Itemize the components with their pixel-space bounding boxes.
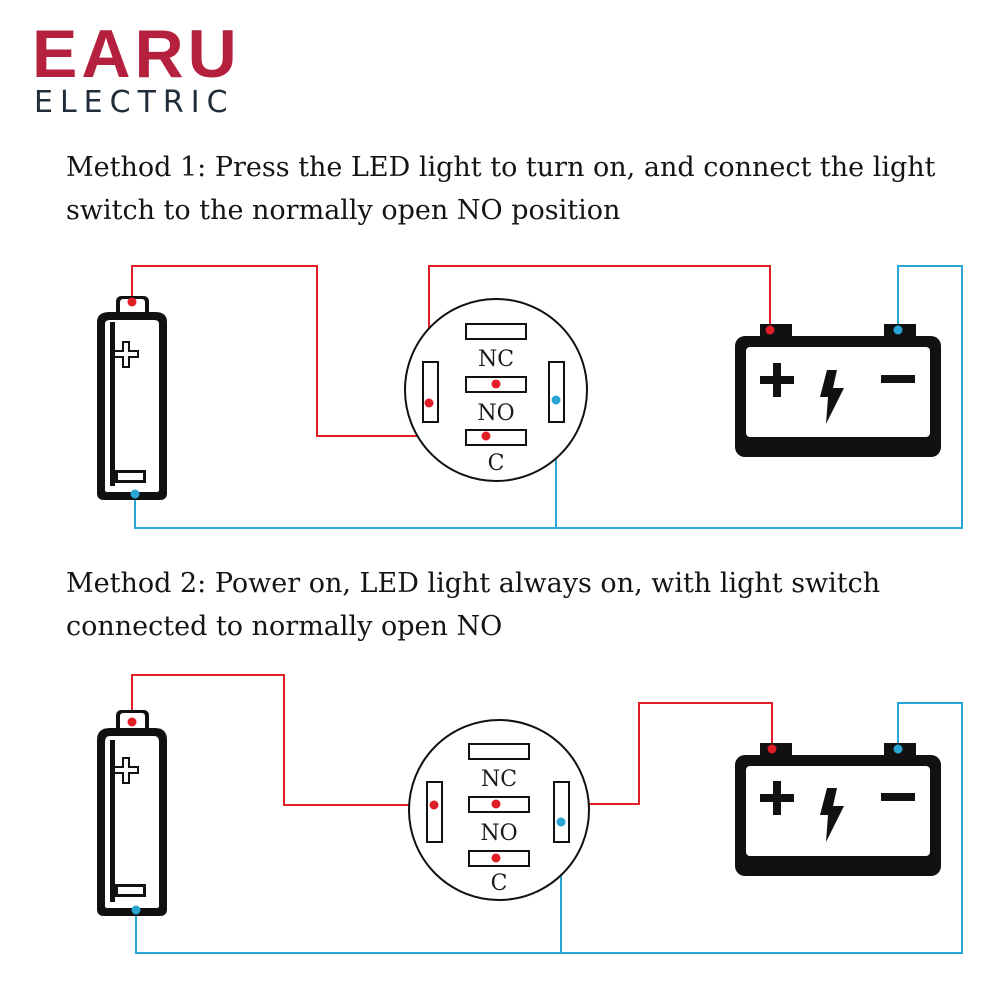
m2-c-label: C xyxy=(491,871,508,896)
brand-name: EARU xyxy=(32,16,241,92)
method-1-wiring-diagram: NC NO C xyxy=(97,265,963,529)
m1-wire-cell-positive-to-c xyxy=(131,265,486,437)
m1-led-negative-pin xyxy=(548,361,565,423)
m2-c-pin xyxy=(468,850,530,867)
method-2-wiring-diagram: NC NO C xyxy=(97,674,963,954)
m1-c-label: C xyxy=(488,451,505,476)
m1-cell-negative-terminal xyxy=(130,489,140,499)
m2-nc-label: NC xyxy=(481,767,517,792)
m2-battery-cell-icon xyxy=(97,710,167,916)
m2-cell-positive-terminal xyxy=(127,717,137,727)
m2-wire-no-to-battery-positive xyxy=(496,702,773,805)
m1-nc-label: NC xyxy=(478,347,514,372)
m1-no-label: NO xyxy=(477,401,514,426)
m2-led-negative-dot xyxy=(556,817,566,827)
m1-battery-negative-terminal xyxy=(893,325,903,335)
m2-led-negative-pin xyxy=(553,781,570,843)
m1-car-battery-icon xyxy=(735,324,941,457)
m2-wire-cell-negative xyxy=(135,702,963,954)
method-2-title: Method 2: Power on, LED light always on,… xyxy=(66,568,881,642)
m2-wire-cell-positive-to-led xyxy=(131,674,434,806)
m2-battery-negative-terminal xyxy=(893,744,903,754)
m1-battery-cell-icon xyxy=(97,296,167,500)
m1-c-pin xyxy=(465,429,527,446)
m1-c-dot xyxy=(481,431,491,441)
m1-nc-pin xyxy=(465,323,527,340)
m2-no-pin xyxy=(468,796,530,813)
m2-nc-pin xyxy=(468,743,530,760)
m2-cell-negative-terminal xyxy=(131,905,141,915)
m2-switch: NC NO C xyxy=(408,719,590,901)
m2-led-positive-pin xyxy=(426,781,443,843)
m1-battery-positive-terminal xyxy=(765,325,775,335)
m1-switch: NC NO C xyxy=(404,298,588,482)
m2-c-dot xyxy=(491,853,501,863)
m2-no-label: NO xyxy=(480,821,517,846)
m1-wire-cell-negative xyxy=(134,265,963,529)
brand-tagline: ELECTRIC xyxy=(34,85,235,120)
method-1-title: Method 1: Press the LED light to turn on… xyxy=(66,152,936,226)
m2-led-positive-dot xyxy=(429,800,439,810)
brand-logo: EARU ELECTRIC xyxy=(30,20,290,134)
m1-led-positive-pin xyxy=(422,361,439,423)
m1-led-negative-dot xyxy=(551,395,561,405)
m1-cell-positive-terminal xyxy=(127,297,137,307)
m1-led-positive-dot xyxy=(424,398,434,408)
m2-battery-positive-terminal xyxy=(767,744,777,754)
m1-no-dot xyxy=(491,379,501,389)
m2-car-battery-icon xyxy=(735,743,941,876)
m1-no-pin xyxy=(465,376,527,393)
m2-no-dot xyxy=(491,799,501,809)
